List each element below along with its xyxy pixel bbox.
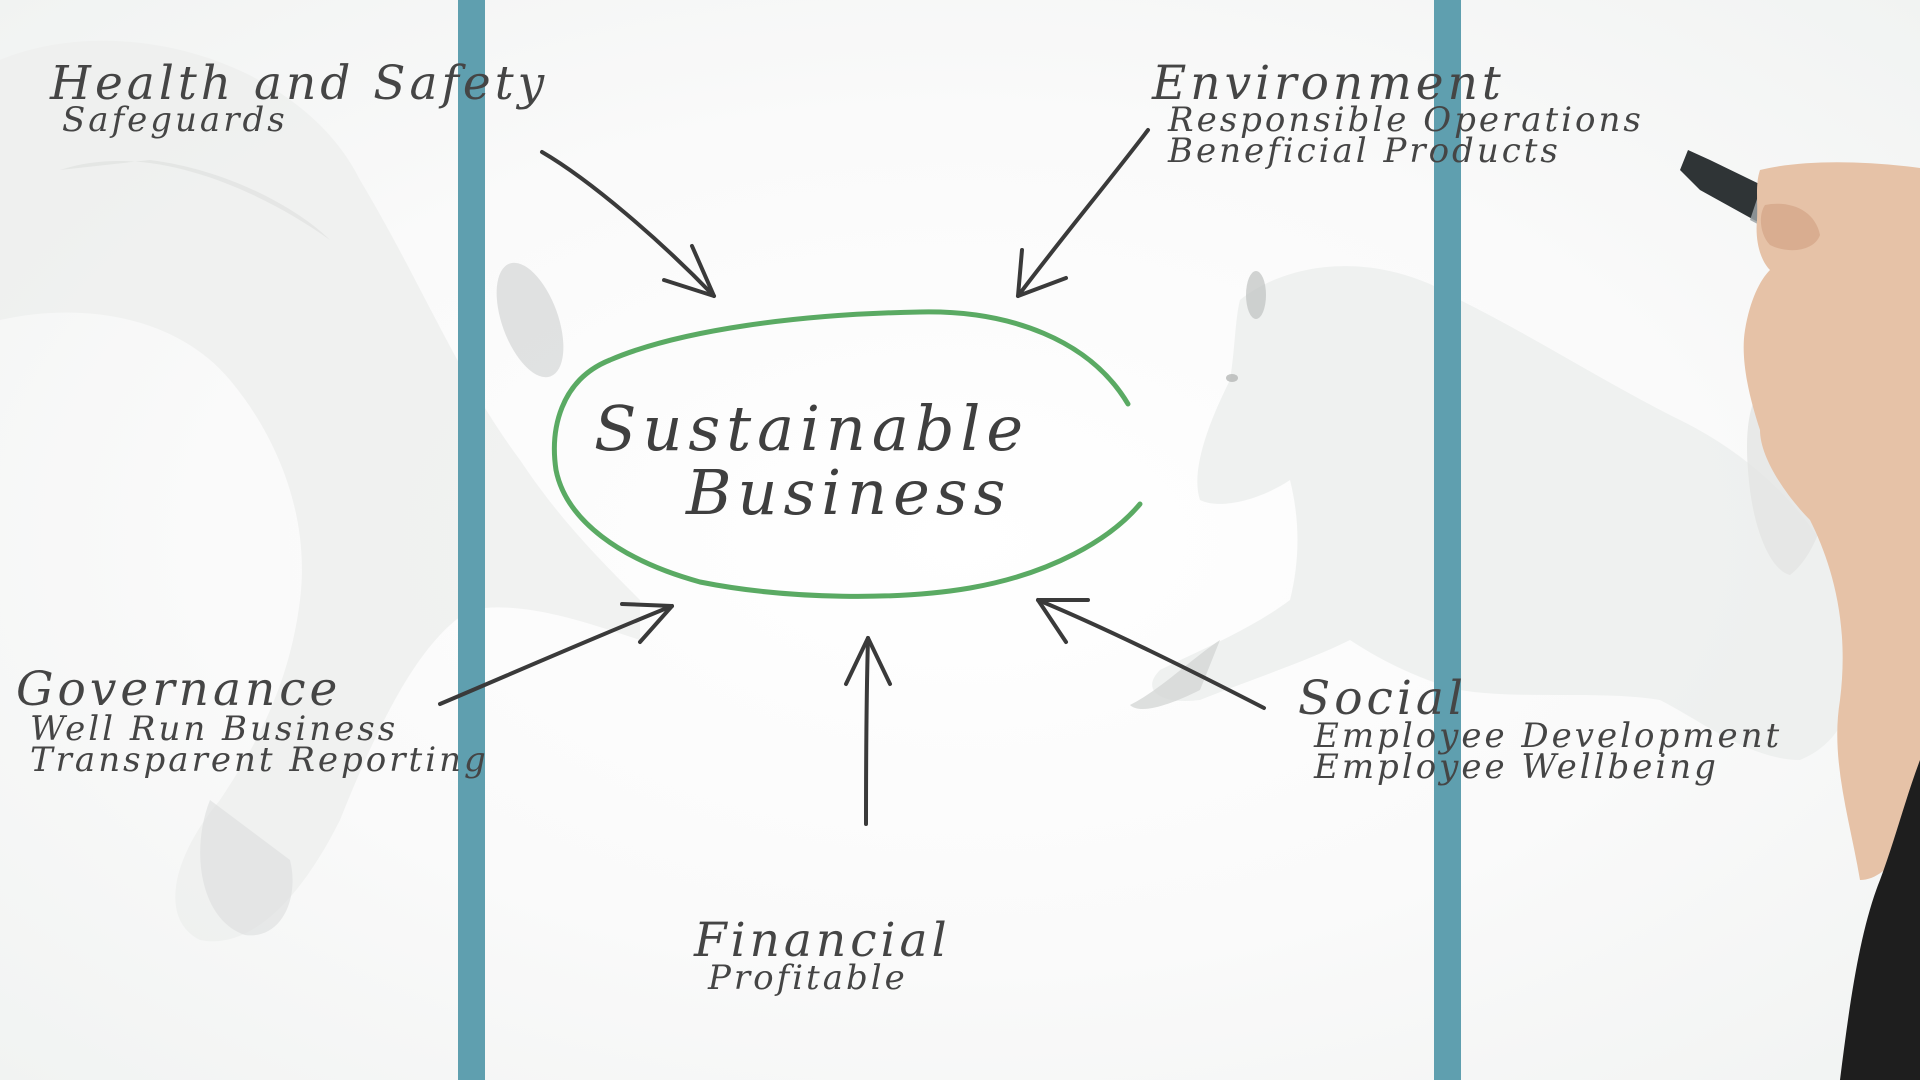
environment-subtitle-2: Beneficial Products bbox=[1168, 131, 1561, 171]
health-subtitle: Safeguards bbox=[62, 100, 288, 140]
environment-subtitle-1: Responsible Operations bbox=[1168, 100, 1644, 140]
governance-title: Governance bbox=[16, 662, 342, 717]
governance-subtitle-2: Transparent Reporting bbox=[30, 740, 489, 780]
center-title-line-1: Sustainable bbox=[594, 392, 1030, 465]
social-subtitle-1: Employee Development bbox=[1314, 716, 1783, 756]
right-vertical-stripe bbox=[1434, 0, 1461, 1080]
left-horse-ear bbox=[496, 262, 564, 378]
health-title: Health and Safety bbox=[50, 56, 549, 111]
social-title: Social bbox=[1298, 671, 1467, 726]
left-horse-shape bbox=[0, 40, 640, 942]
center-title-line-2: Business bbox=[686, 456, 1012, 529]
left-vertical-stripe bbox=[458, 0, 485, 1080]
left-horse-muzzle bbox=[200, 800, 293, 936]
financial-title: Financial bbox=[694, 913, 951, 968]
governance-subtitle-1: Well Run Business bbox=[30, 709, 399, 749]
financial-subtitle: Profitable bbox=[708, 958, 908, 998]
right-horse-shape bbox=[1152, 266, 1858, 760]
right-horse-ear bbox=[1246, 271, 1266, 319]
right-horse-eye bbox=[1226, 374, 1238, 382]
environment-title: Environment bbox=[1152, 56, 1505, 111]
social-subtitle-2: Employee Wellbeing bbox=[1314, 747, 1719, 787]
